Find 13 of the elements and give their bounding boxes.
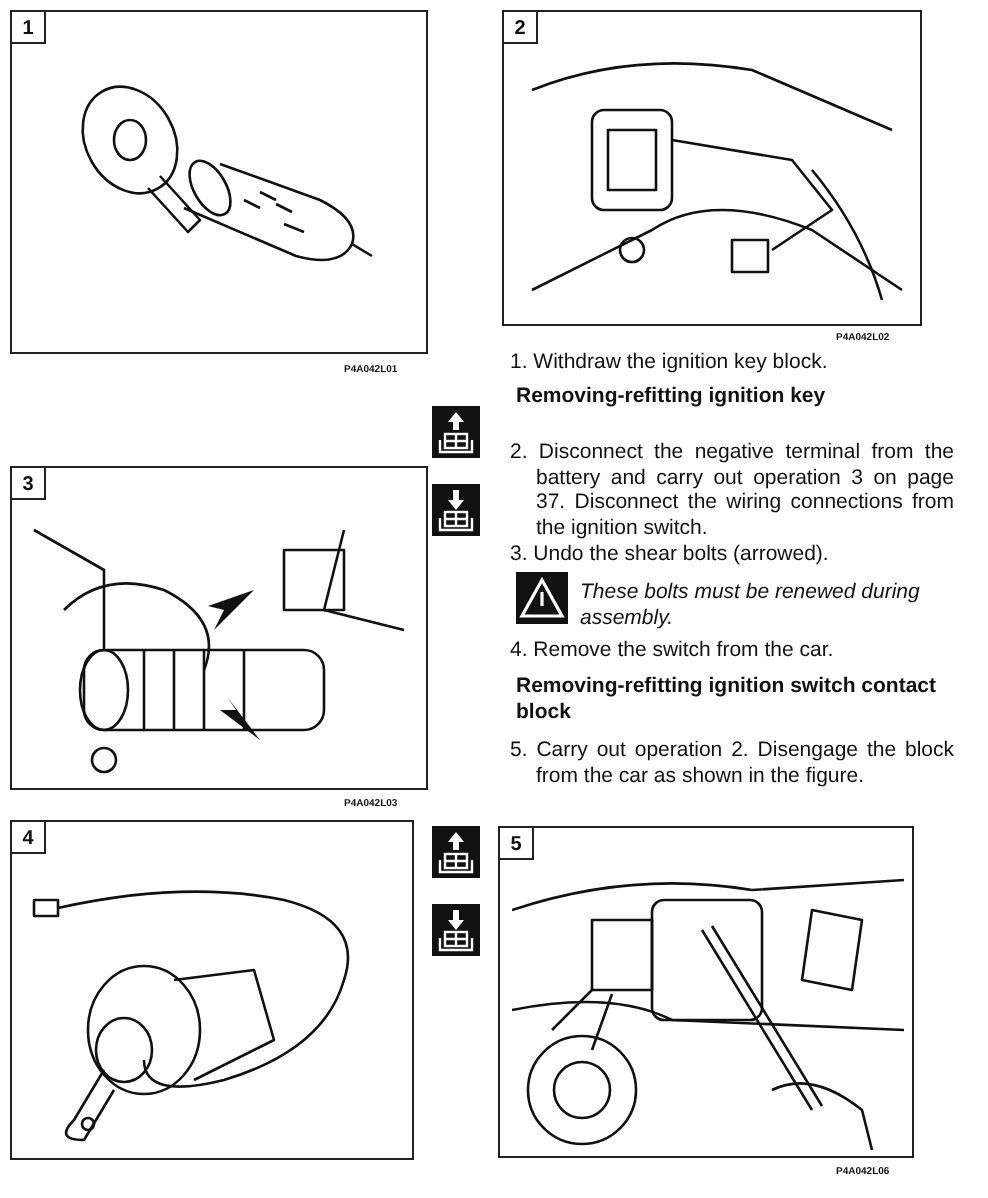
figure-number: 2 bbox=[502, 10, 538, 44]
instruction-step: 1. Withdraw the ignition key block. bbox=[510, 350, 948, 375]
section-heading: Removing-refitting ignition switch contact block bbox=[516, 674, 938, 724]
instruction-step: 4. Remove the switch from the car. bbox=[510, 638, 954, 663]
instruction-step: 5. Carry out operation 2. Disengage the block from the car as shown in the figure. bbox=[510, 738, 954, 788]
warning-note: These bolts must be renewed during assembly. bbox=[580, 580, 922, 630]
section-heading: Removing-refitting ignition key bbox=[516, 384, 828, 409]
instruction-step: 3. Undo the shear bolts (arrowed). bbox=[510, 542, 954, 567]
instruction-step: 2. Disconnect the negative terminal from the battery and carry out operation 3 on page 37. Disconnect the wiring connections from the ignition switch. bbox=[510, 440, 954, 540]
figure-number: 4 bbox=[10, 820, 46, 854]
figure-number: 5 bbox=[498, 826, 534, 860]
figure-number: 3 bbox=[10, 466, 46, 500]
figure-number: 1 bbox=[10, 10, 46, 44]
